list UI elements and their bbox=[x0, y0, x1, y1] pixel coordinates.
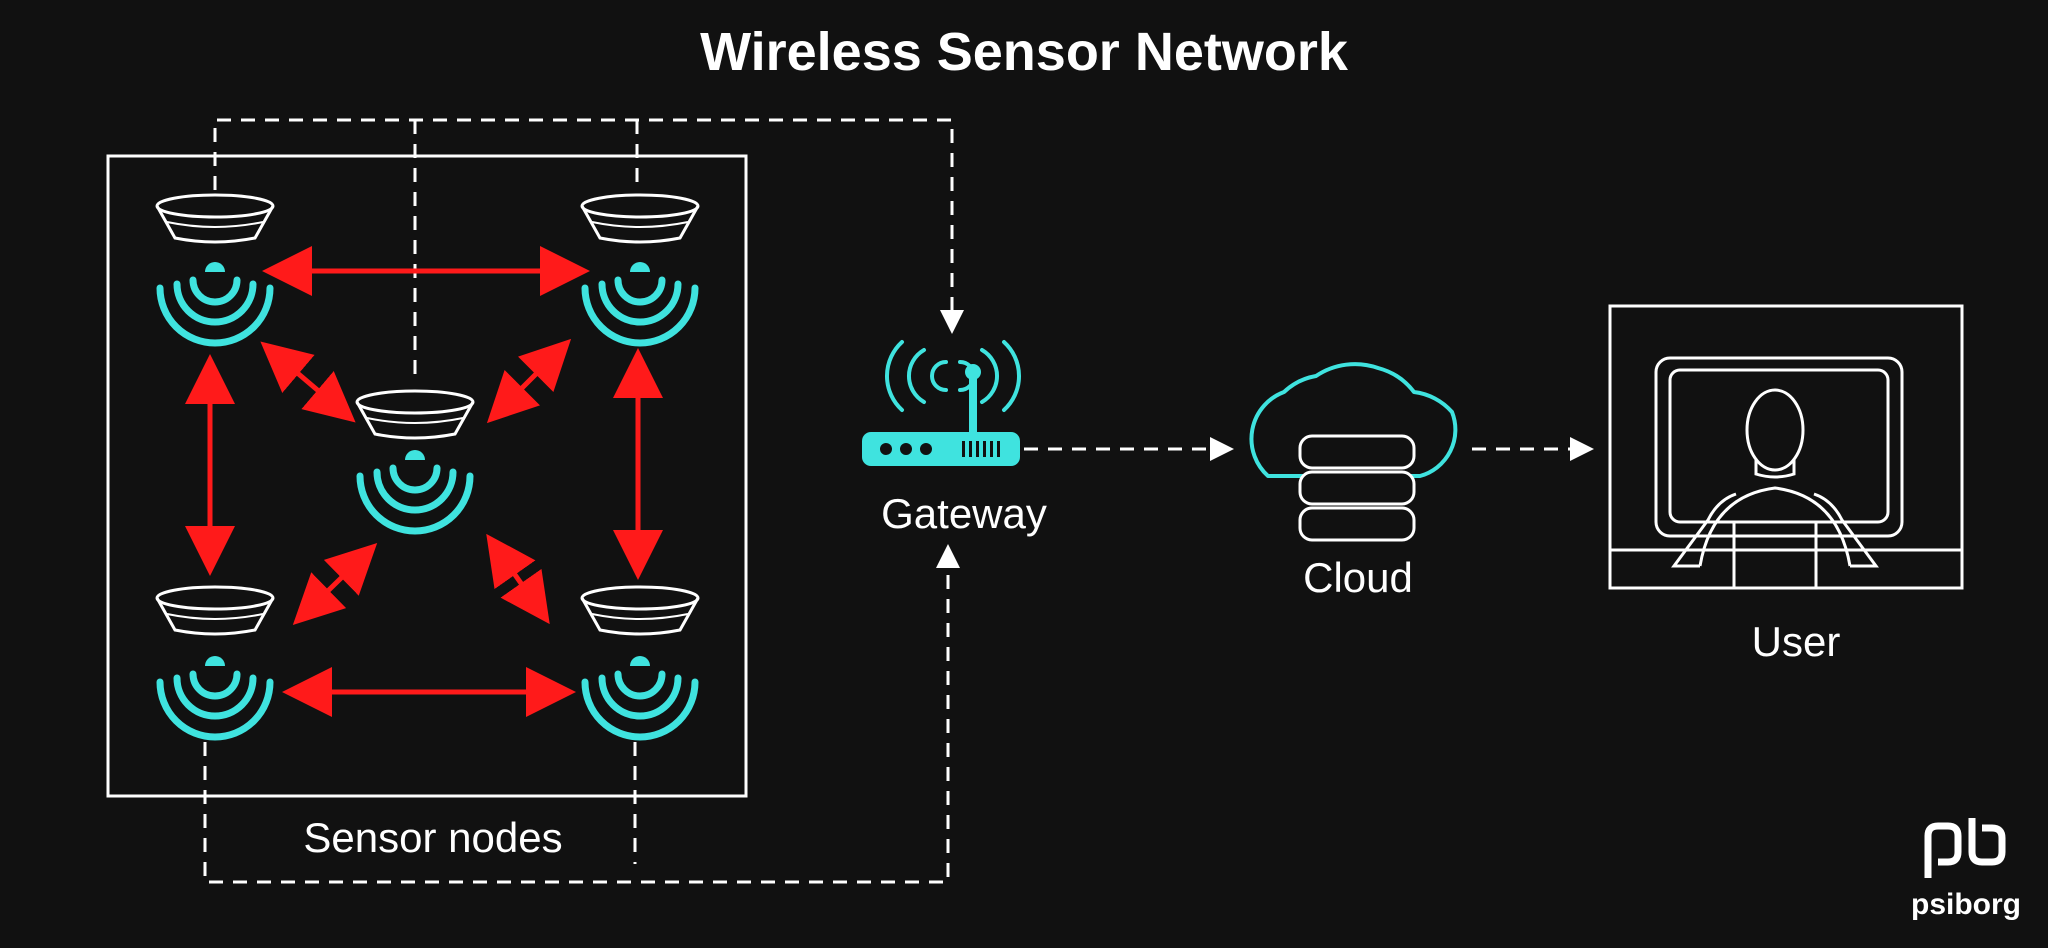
user-at-monitor-icon bbox=[1608, 304, 1964, 590]
sensor-node-bottom-left bbox=[155, 585, 275, 737]
router-icon bbox=[862, 340, 1022, 466]
sensor-node-icon bbox=[355, 389, 475, 440]
top-bus-line bbox=[213, 118, 964, 334]
wifi-signal-icon bbox=[160, 262, 270, 343]
brand-name: psiborg bbox=[1911, 888, 2021, 921]
sensor-node-icon bbox=[580, 193, 700, 244]
cloud-database-icon bbox=[1249, 362, 1458, 542]
bottom-bus-line bbox=[203, 544, 960, 884]
sensor-node-top-right bbox=[580, 193, 700, 343]
sensor-node-icon bbox=[155, 193, 275, 244]
wifi-signal-icon bbox=[360, 450, 470, 531]
link-diag-top-right bbox=[486, 338, 572, 424]
psiborg-logo-icon bbox=[1924, 818, 2006, 878]
cloud-label: Cloud bbox=[1303, 554, 1413, 601]
link-diag-bottom-left bbox=[292, 543, 378, 625]
wifi-signal-icon bbox=[160, 656, 270, 737]
sensor-node-top-left bbox=[155, 193, 275, 343]
sensor-node-bottom-right bbox=[580, 585, 700, 737]
link-diag-top-left bbox=[260, 341, 356, 423]
wifi-signal-icon bbox=[585, 262, 695, 343]
sensor-node-icon bbox=[580, 585, 700, 636]
gateway-label: Gateway bbox=[881, 490, 1047, 537]
link-diag-bottom-right bbox=[486, 533, 550, 625]
mesh-links bbox=[185, 246, 663, 717]
sensor-node-icon bbox=[155, 585, 275, 636]
sensor-area-box bbox=[106, 154, 748, 798]
psiborg-logo: psiborg bbox=[1911, 818, 2021, 921]
sensor-node-center bbox=[355, 389, 475, 531]
user-label: User bbox=[1752, 618, 1841, 665]
diagram-title: Wireless Sensor Network bbox=[700, 22, 1349, 82]
wifi-signal-icon bbox=[585, 656, 695, 737]
sensor-nodes-label: Sensor nodes bbox=[303, 814, 562, 861]
